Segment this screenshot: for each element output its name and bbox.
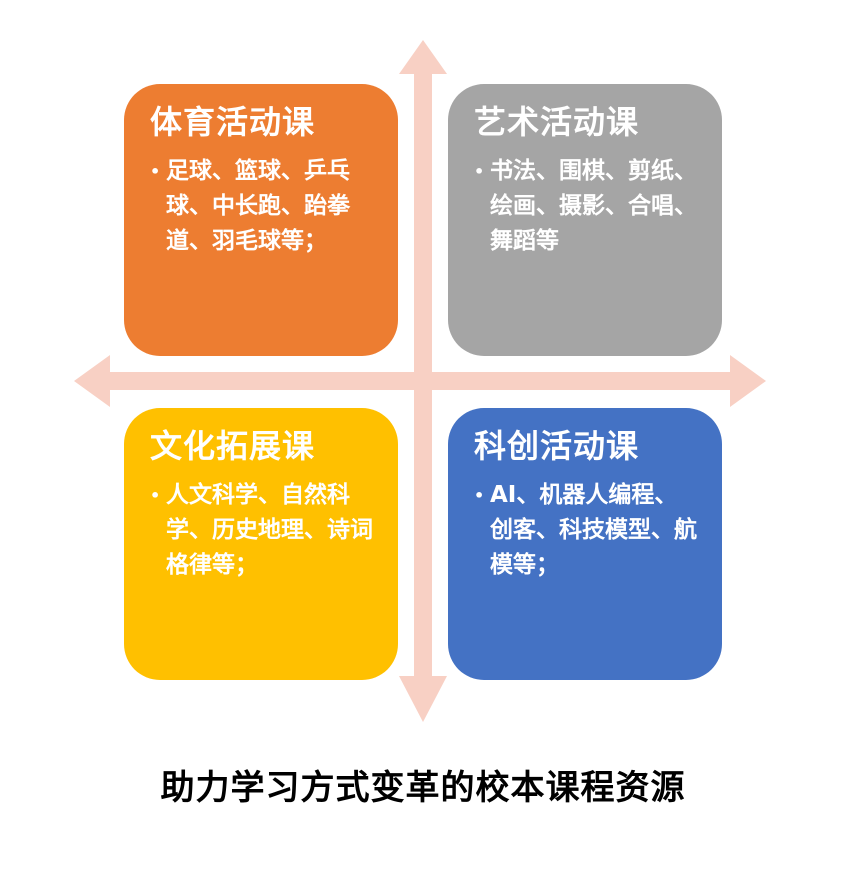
quadrant-items: 书法、围棋、剪纸、绘画、摄影、合唱、舞蹈等 bbox=[490, 158, 697, 254]
quadrant-arts: 艺术活动课 • 书法、围棋、剪纸、绘画、摄影、合唱、舞蹈等 bbox=[448, 84, 722, 356]
horizontal-double-arrow bbox=[74, 355, 766, 407]
quadrant-items: 人文科学、自然科学、历史地理、诗词格律等； bbox=[166, 482, 373, 578]
quadrant-body: • 足球、篮球、乒乓球、中长跑、跆拳道、羽毛球等； bbox=[150, 154, 376, 259]
quadrant-title: 艺术活动课 bbox=[474, 103, 640, 141]
quadrant-title: 文化拓展课 bbox=[150, 427, 316, 465]
bullet-icon: • bbox=[474, 486, 485, 505]
quadrant-items: AI、机器人编程、创客、科技模型、航模等； bbox=[490, 482, 697, 578]
quadrant-title: 体育活动课 bbox=[150, 103, 316, 141]
quadrant-body: • AI、机器人编程、创客、科技模型、航模等； bbox=[474, 478, 700, 583]
bullet-icon: • bbox=[150, 486, 161, 505]
quadrant-culture: 文化拓展课 • 人文科学、自然科学、历史地理、诗词格律等； bbox=[124, 408, 398, 680]
quadrant-science: 科创活动课 • AI、机器人编程、创客、科技模型、航模等； bbox=[448, 408, 722, 680]
bullet-icon: • bbox=[474, 162, 485, 181]
quadrant-items: 足球、篮球、乒乓球、中长跑、跆拳道、羽毛球等； bbox=[166, 158, 350, 254]
quadrant-sports: 体育活动课 • 足球、篮球、乒乓球、中长跑、跆拳道、羽毛球等； bbox=[124, 84, 398, 356]
bullet-icon: • bbox=[150, 162, 161, 181]
diagram-caption: 助力学习方式变革的校本课程资源 bbox=[160, 768, 686, 808]
quadrant-body: • 书法、围棋、剪纸、绘画、摄影、合唱、舞蹈等 bbox=[474, 154, 700, 259]
quadrant-title: 科创活动课 bbox=[474, 427, 640, 465]
quadrant-body: • 人文科学、自然科学、历史地理、诗词格律等； bbox=[150, 478, 376, 583]
